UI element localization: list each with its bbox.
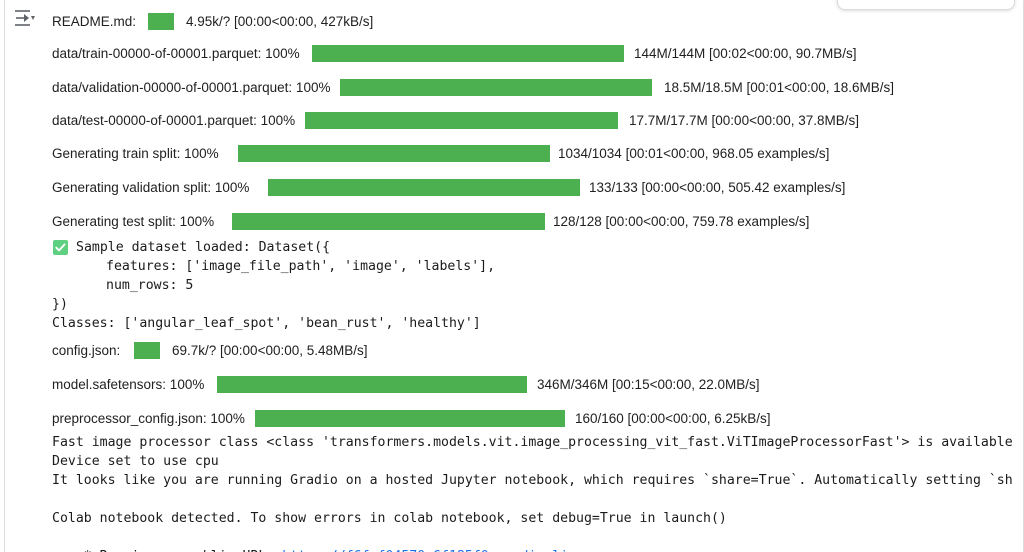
progress-label-readme-md: README.md: bbox=[52, 14, 137, 29]
console-line-public-url: * Running on public URL: https://f6fef04… bbox=[52, 528, 584, 552]
dataset-loaded-line-1: Sample dataset loaded: Dataset({ bbox=[76, 240, 331, 255]
floating-panel-card bbox=[837, 0, 1015, 10]
check-badge-icon bbox=[53, 240, 68, 255]
progress-stats-readme-md: 4.95k/? [00:00<00:00, 427kB/s] bbox=[186, 14, 374, 29]
progress-stats-data-train-parquet: 144M/144M [00:02<00:00, 90.7MB/s] bbox=[634, 46, 857, 61]
dataset-loaded-line-2: features: ['image_file_path', 'image', '… bbox=[106, 259, 496, 274]
progress-label-generating-test-split: Generating test split: 100% bbox=[52, 214, 215, 229]
progress-bar-data-test-parquet bbox=[305, 112, 618, 129]
public-url-link[interactable]: https://f6fef04570e6f185f0.gradio.live bbox=[282, 549, 584, 552]
left-gutter-rule bbox=[4, 0, 5, 552]
progress-bar-generating-validation-split bbox=[268, 179, 580, 196]
progress-stats-generating-test-split: 128/128 [00:00<00:00, 759.78 examples/s] bbox=[553, 214, 810, 229]
dataset-loaded-line-3: num_rows: 5 bbox=[106, 278, 194, 293]
progress-bar-data-train-parquet bbox=[312, 45, 624, 62]
progress-bar-generating-test-split bbox=[232, 213, 545, 230]
progress-stats-preprocessor-config-json: 160/160 [00:00<00:00, 6.25kB/s] bbox=[575, 411, 771, 426]
progress-label-config-json: config.json: bbox=[52, 343, 121, 358]
progress-bar-model-safetensors bbox=[217, 376, 527, 393]
progress-stats-data-test-parquet: 17.7M/17.7M [00:00<00:00, 37.8MB/s] bbox=[629, 113, 860, 128]
progress-bar-data-validation-parquet bbox=[340, 79, 652, 96]
progress-stats-model-safetensors: 346M/346M [00:15<00:00, 22.0MB/s] bbox=[537, 377, 760, 392]
progress-label-data-train-parquet: data/train-00000-of-00001.parquet: 100% bbox=[52, 46, 300, 61]
progress-stats-generating-validation-split: 133/133 [00:00<00:00, 505.42 examples/s] bbox=[589, 180, 846, 195]
console-line-colab-detected: Colab notebook detected. To show errors … bbox=[52, 511, 727, 526]
progress-bar-preprocessor-config-json bbox=[255, 410, 565, 427]
progress-label-generating-train-split: Generating train split: 100% bbox=[52, 146, 219, 161]
output-scroll-toggle-glyph bbox=[15, 10, 35, 26]
console-line-gradio-share: It looks like you are running Gradio on … bbox=[52, 473, 1013, 488]
progress-bar-generating-train-split bbox=[238, 145, 550, 162]
progress-bar-config-json bbox=[134, 342, 160, 359]
progress-label-generating-validation-split: Generating validation split: 100% bbox=[52, 180, 250, 195]
console-line-device: Device set to use cpu bbox=[52, 454, 219, 469]
dataset-loaded-line-4: }) bbox=[52, 297, 68, 312]
output-scroll-toggle-icon[interactable] bbox=[14, 9, 36, 27]
check-glyph bbox=[55, 243, 66, 252]
console-line-fast-image-processor: Fast image processor class <class 'trans… bbox=[52, 435, 1013, 450]
progress-label-data-test-parquet: data/test-00000-of-00001.parquet: 100% bbox=[52, 113, 296, 128]
progress-stats-generating-train-split: 1034/1034 [00:01<00:00, 968.05 examples/… bbox=[558, 146, 830, 161]
dataset-classes-line: Classes: ['angular_leaf_spot', 'bean_rus… bbox=[52, 316, 481, 331]
public-url-prefix: * Running on public URL: bbox=[84, 549, 283, 552]
progress-label-preprocessor-config-json: preprocessor_config.json: 100% bbox=[52, 411, 245, 426]
progress-stats-config-json: 69.7k/? [00:00<00:00, 5.48MB/s] bbox=[172, 343, 368, 358]
progress-bar-readme-md bbox=[148, 13, 174, 30]
progress-label-model-safetensors: model.safetensors: 100% bbox=[52, 377, 205, 392]
progress-label-data-validation-parquet: data/validation-00000-of-00001.parquet: … bbox=[52, 80, 331, 95]
progress-stats-data-validation-parquet: 18.5M/18.5M [00:01<00:00, 18.6MB/s] bbox=[664, 80, 895, 95]
